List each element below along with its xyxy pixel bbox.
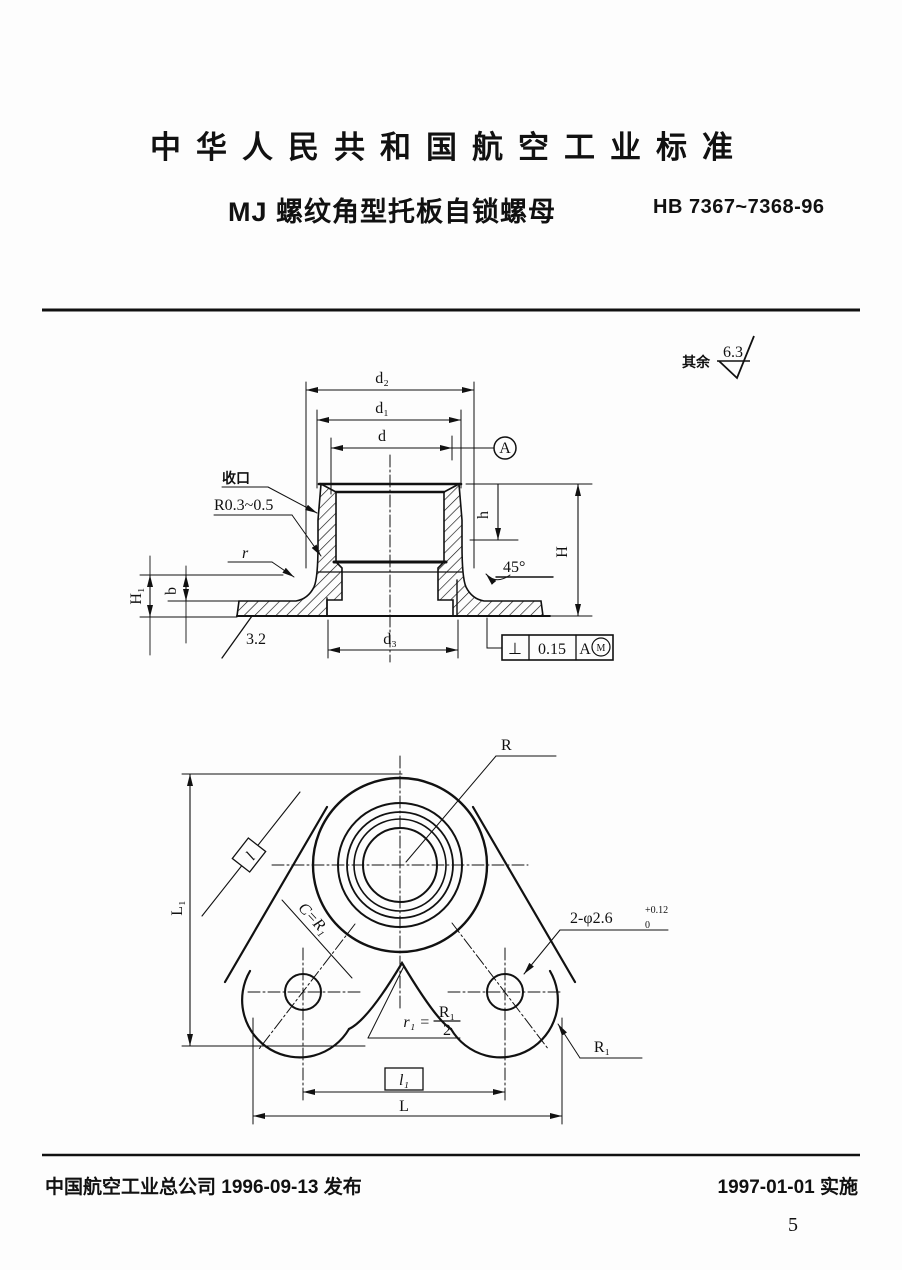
footer-effective-date: 1997-01-01 实施	[717, 1177, 858, 1198]
dimension-l: l	[201, 791, 301, 917]
holes-label: 2-φ2.6	[570, 910, 613, 927]
dimension-l1: l₁	[302, 1067, 506, 1095]
callout-angle-45: 45°	[485, 559, 525, 585]
roughness-prefix: 其余	[682, 354, 711, 370]
r1-formula-num: R₁	[439, 1004, 455, 1021]
section-extension-lines	[139, 381, 593, 659]
angle-label: 45°	[503, 559, 525, 576]
callout-holes: 2-φ2.6 +0.12 0	[523, 905, 669, 975]
callout-C-R1: C=R₁	[281, 899, 353, 979]
crimp-label: 收口	[222, 470, 250, 486]
tolerance-frame: ⊥ 0.15 A M	[486, 617, 614, 661]
dim-l1: l₁	[399, 1072, 409, 1089]
dimension-L: L	[252, 1017, 563, 1125]
dim-H1: H₁	[128, 587, 145, 604]
top-view-centerlines	[247, 755, 563, 1104]
dimension-L1: L₁	[169, 773, 403, 1047]
tolerance-value: 0.15	[538, 641, 566, 658]
section-outline	[236, 482, 554, 617]
callout-r1-formula: r₁ = R₁ 2	[367, 965, 461, 1039]
dim-h: h	[475, 511, 492, 519]
datum-a-balloon: A	[493, 436, 517, 460]
tolerance-symbol: ⊥	[508, 641, 522, 658]
dim-L1: L₁	[169, 900, 186, 915]
top-view-outline	[223, 805, 577, 1059]
dim-d2: d₂	[375, 370, 389, 387]
dim-R1: R₁	[594, 1039, 610, 1056]
dim-C: C=R₁	[295, 900, 333, 939]
page-title: 中华人民共和国航空工业标准	[150, 130, 748, 165]
callout-base-roughness: 3.2	[221, 615, 266, 659]
holes-tol-upper: +0.12	[645, 905, 668, 916]
callout-R: R	[405, 737, 557, 863]
page-subtitle: MJ 螺纹角型托板自锁螺母	[228, 197, 557, 227]
footer-publisher-date: 中国航空工业总公司 1996-09-13 发布	[45, 1177, 362, 1198]
standard-code: HB 7367~7368-96	[653, 196, 825, 218]
dim-d3: d₃	[383, 631, 397, 648]
dim-d1: d₁	[375, 400, 389, 417]
r1-formula-den: 2	[443, 1022, 451, 1039]
callout-R1: R₁	[557, 1023, 643, 1059]
base-roughness-value: 3.2	[246, 631, 266, 648]
fillet-r-label: r	[242, 545, 249, 562]
section-view: d₂ d₁ d d₃ H₁ b h H 收口 R0.3~0.5 r 3.2	[128, 370, 614, 663]
section-dimension-lines	[147, 387, 581, 656]
dim-b: b	[163, 587, 180, 595]
corner-radius-label: R0.3~0.5	[214, 497, 273, 514]
surface-roughness-note: 其余 6.3	[682, 335, 755, 380]
dim-R: R	[501, 737, 512, 754]
callout-fillet-r: r	[227, 545, 295, 578]
dim-d: d	[378, 428, 386, 445]
dim-L: L	[399, 1098, 409, 1115]
roughness-value: 6.3	[723, 344, 743, 361]
top-view: R L₁ l C=R₁ 2-φ2.6 +0.12 0	[169, 737, 669, 1125]
datum-a-label: A	[499, 440, 511, 457]
callout-corner-radius: R0.3~0.5	[213, 497, 322, 557]
callout-crimp: 收口	[221, 470, 318, 514]
page-number: 5	[788, 1214, 798, 1236]
section-right-wall	[437, 482, 544, 617]
roughness-check-icon	[717, 335, 755, 380]
dim-H: H	[554, 546, 571, 558]
holes-tol-lower: 0	[645, 920, 650, 931]
tolerance-modifier: M	[597, 643, 606, 654]
r1-formula-lhs: r₁ =	[403, 1014, 430, 1031]
tolerance-datum: A	[579, 641, 591, 658]
